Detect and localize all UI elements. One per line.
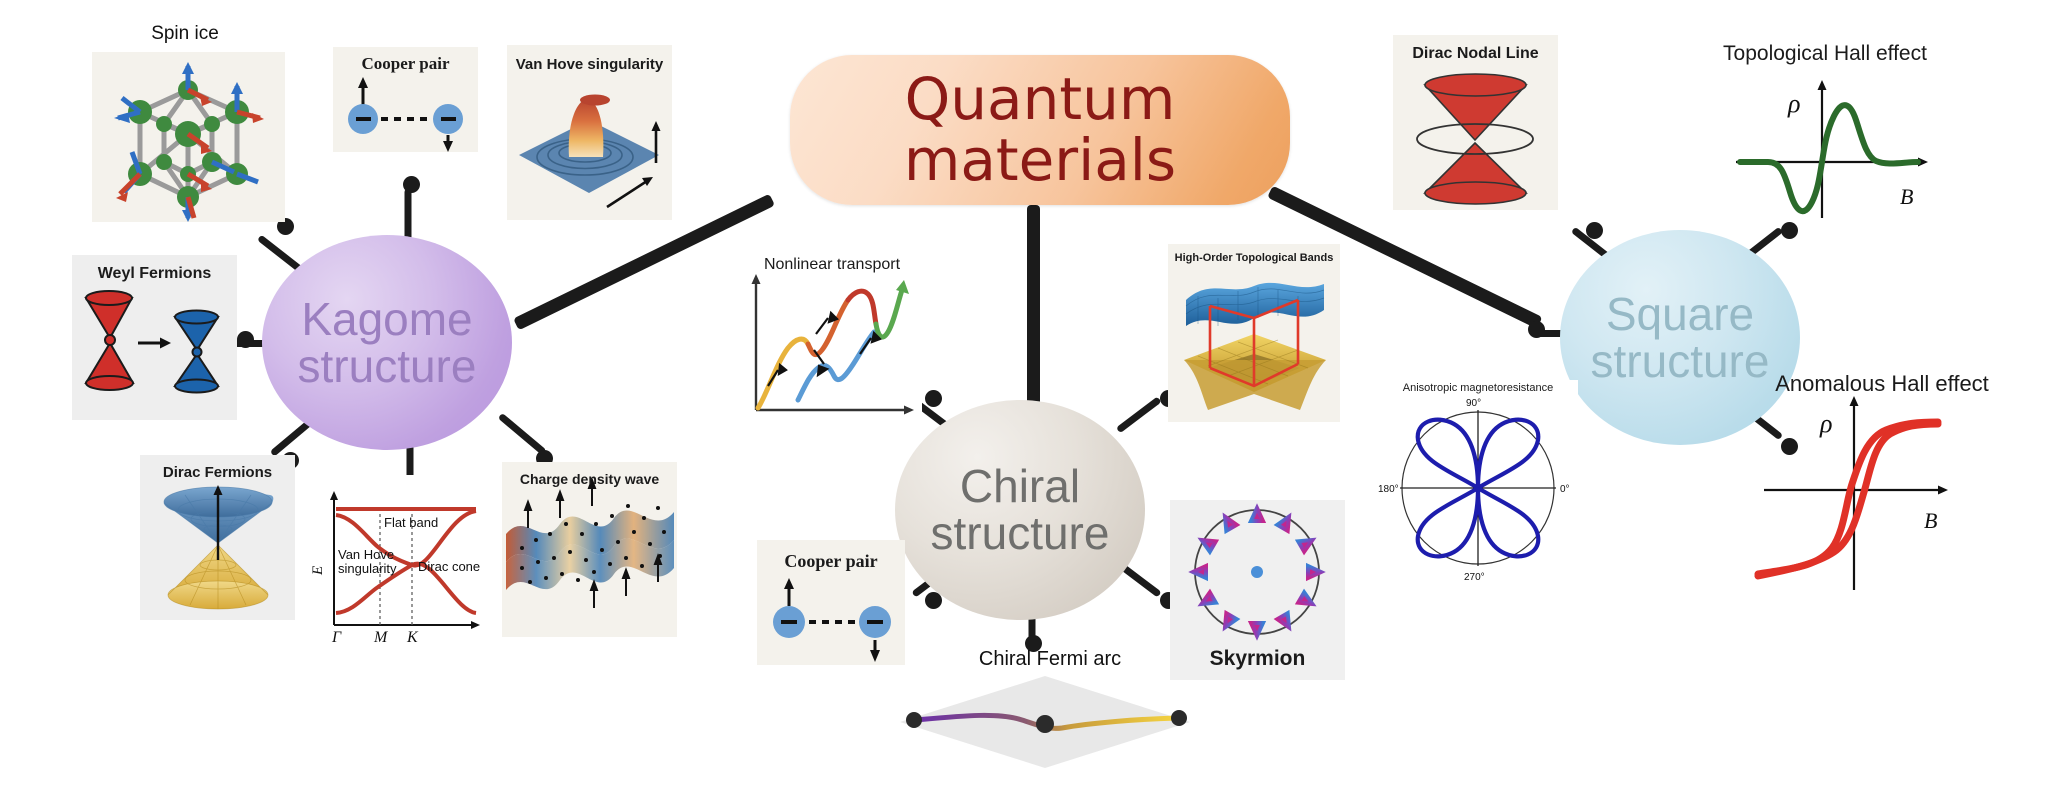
svg-text:270°: 270° [1464,572,1485,583]
center-node-label: Quantum materials [790,68,1290,194]
panel-chiral-fermi-arc[interactable] [890,672,1200,782]
spin-ice-title: Spin ice [151,23,219,44]
knob-square-ne [1781,222,1798,239]
svg-text:ρ: ρ [1787,89,1800,118]
hub-square-label: Square structure [1590,287,1770,387]
band-structure-plot: Flat band Van Hove singularity Dirac con… [310,491,480,645]
panel-weyl-fermions[interactable]: Weyl Fermions [72,255,237,420]
knob-chiral-s [1025,635,1042,652]
spoke-kagome-se [497,412,547,456]
svg-text:M: M [373,629,389,645]
cooper-pair-center-title: Cooper pair [784,551,878,571]
center-node-line1: Quantum [904,64,1176,133]
knob-square-nw [1586,222,1603,239]
panel-dirac-nodal-line[interactable]: Dirac Nodal Line [1393,35,1558,210]
svg-text:Van Hove: Van Hove [338,547,394,562]
knob-kagome-nw [277,218,294,235]
svg-text:90°: 90° [1466,398,1481,409]
panel-topological-hall-effect[interactable]: Topological Hall effect ρ B [1700,40,1950,230]
svg-text:singularity: singularity [338,561,397,576]
hotb-title: High-Order Topological Bands [1174,252,1334,264]
cdw-graphic [506,477,674,608]
spoke-chiral-ne [1115,396,1162,434]
chiral-fermi-arc-title: Chiral Fermi arc [978,648,1122,670]
hub-chiral-line1: Chiral [959,460,1081,513]
weyl-fermions-graphic [84,290,220,394]
panel-spin-ice[interactable] [92,52,285,222]
trunk-center-to-chiral [1027,205,1040,420]
panel-high-order-topological-bands[interactable]: High-Order Topological Bands [1168,244,1340,422]
svg-text:ρ: ρ [1819,409,1832,438]
panel-anisotropic-magnetoresistance[interactable]: Anisotropic magnetoresistance 90° 0° 180… [1378,380,1578,585]
hub-kagome-label: Kagome structure [297,292,477,392]
svg-text:180°: 180° [1378,484,1399,495]
cooper-pair-left-title: Cooper pair [361,54,450,73]
panel-charge-density-wave[interactable]: Charge density wave [502,462,677,637]
panel-van-hove[interactable]: Van Hove singularity [507,45,672,220]
panel-skyrmion[interactable]: Skyrmion [1170,500,1345,680]
hub-kagome-line2: structure [297,339,477,392]
knob-square-se [1781,438,1798,455]
hub-chiral-structure[interactable]: Chiral structure [895,400,1145,620]
panel-anomalous-hall-effect[interactable]: Anomalous Hall effect ρ B [1742,372,2022,597]
svg-text:Flat band: Flat band [384,515,438,530]
knob-chiral-nw [925,390,942,407]
svg-text:E: E [310,566,326,576]
svg-text:K: K [406,629,419,645]
svg-text:B: B [1924,508,1937,533]
skyrmion-graphic [1188,503,1326,641]
cooper-pair-center-graphic [773,578,891,662]
knob-kagome-w [237,331,254,348]
hub-square-structure[interactable]: Square structure [1560,230,1800,445]
skyrmion-title: Skyrmion [1209,647,1306,670]
weyl-fermions-title: Weyl Fermions [97,265,212,282]
cdw-title: Charge density wave [519,471,660,487]
dirac-fermions-graphic [163,485,274,610]
knob-square-w [1528,321,1545,338]
panel-dirac-fermions[interactable]: Dirac Fermions [140,455,295,620]
anomalous-hall-title: Anomalous Hall effect [1775,372,1989,396]
van-hove-graphic [519,94,661,209]
hub-square-line1: Square [1605,287,1755,340]
panel-cooper-pair-left[interactable]: Cooper pair [333,47,478,152]
panel-band-structure[interactable]: Flat band Van Hove singularity Dirac con… [308,475,483,645]
amr-polar-plot: 90° 0° 180° 270° [1378,398,1570,583]
knob-kagome-n [403,176,420,193]
hotb-graphic [1184,282,1326,410]
panel-cooper-pair-center[interactable]: Cooper pair [757,540,905,665]
nonlinear-graphic [751,274,914,415]
svg-text:0°: 0° [1560,484,1570,495]
panel-nonlinear-transport[interactable]: Nonlinear transport [742,252,922,432]
van-hove-title: Van Hove singularity [515,56,664,73]
anomalous-hall-plot: ρ B [1754,396,1948,590]
cooper-pair-left-graphic [348,77,463,152]
topological-hall-title: Topological Hall effect [1723,42,1927,65]
svg-text:Γ: Γ [331,629,342,645]
svg-text:B: B [1900,184,1913,209]
center-node-quantum-materials[interactable]: Quantum materials [790,55,1290,205]
dirac-fermions-title: Dirac Fermions [162,464,273,481]
svg-text:Dirac cone: Dirac cone [418,559,480,574]
knob-chiral-sw [925,592,942,609]
hub-square-line2: structure [1590,334,1770,387]
nonlinear-title: Nonlinear transport [763,256,901,273]
dirac-nodal-line-title: Dirac Nodal Line [1412,45,1539,62]
topological-hall-plot: ρ B [1736,80,1928,218]
hub-kagome-structure[interactable]: Kagome structure [262,235,512,450]
hub-chiral-label: Chiral structure [931,463,1110,557]
spin-ice-lattice [114,62,264,222]
hub-chiral-line2: structure [930,507,1110,559]
amr-title: Anisotropic magnetoresistance [1402,382,1554,394]
dirac-nodal-line-graphic [1416,73,1534,205]
center-node-line2: materials [903,126,1177,194]
chiral-fermi-arc-graphic [900,676,1190,768]
hub-kagome-line1: Kagome [301,292,473,345]
